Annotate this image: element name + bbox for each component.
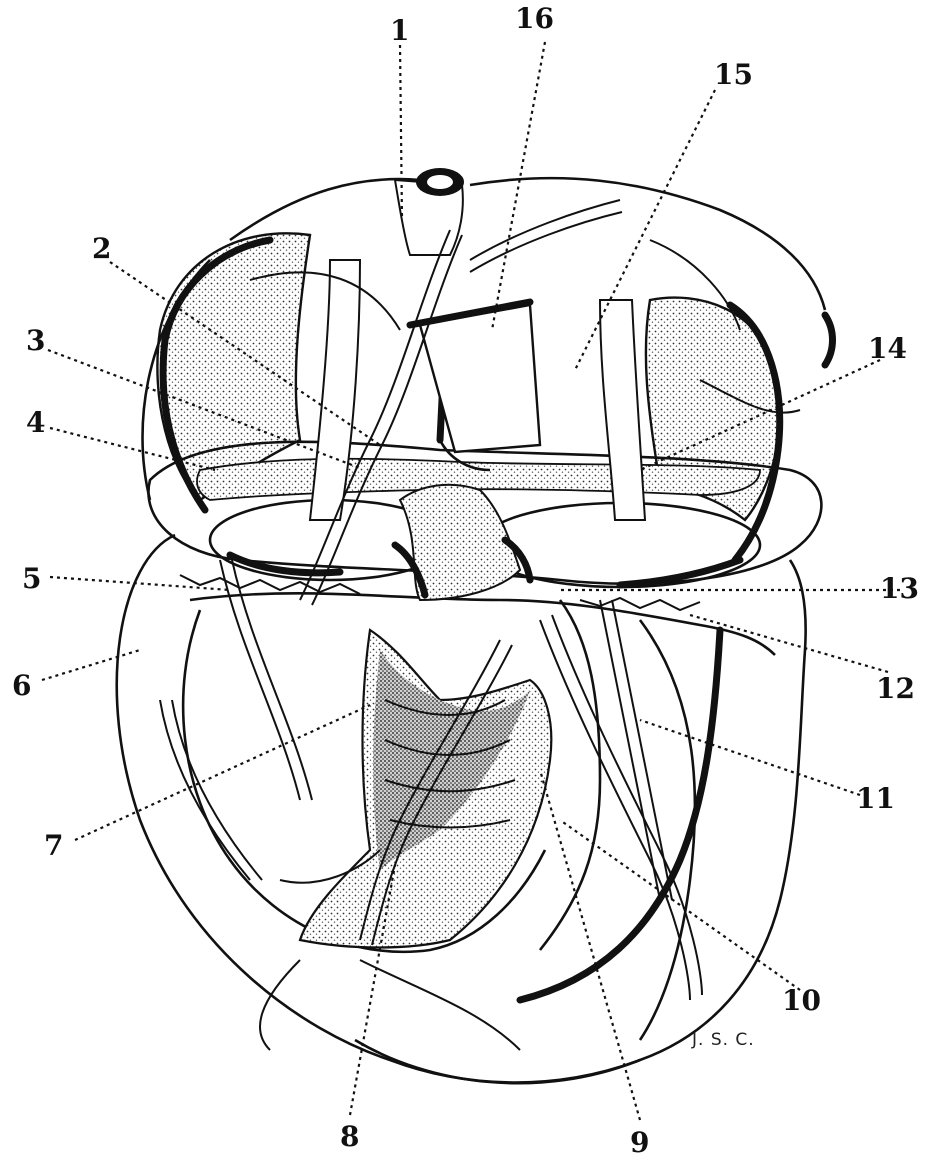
callout-3: 3: [26, 324, 45, 357]
callout-12: 12: [876, 672, 915, 705]
callout-14: 14: [868, 332, 907, 365]
callout-5: 5: [22, 562, 41, 595]
callout-11: 11: [856, 782, 895, 815]
callout-7: 7: [44, 829, 63, 862]
callout-16: 16: [515, 2, 554, 35]
callout-1: 1: [390, 14, 409, 47]
callout-8: 8: [340, 1120, 359, 1153]
callout-13: 13: [880, 572, 919, 605]
ventricle-outer-outline-2: [355, 1040, 640, 1083]
callout-9: 9: [630, 1126, 649, 1157]
callout-15: 15: [714, 58, 753, 91]
callout-2: 2: [92, 232, 111, 265]
callout-6: 6: [12, 669, 31, 702]
callout-10: 10: [782, 984, 821, 1017]
artist-signature: J. S. C.: [691, 1030, 755, 1050]
right-ventricle-wall: [520, 630, 720, 1000]
ventricle-rim: [190, 593, 775, 655]
callout-4: 4: [26, 406, 45, 439]
